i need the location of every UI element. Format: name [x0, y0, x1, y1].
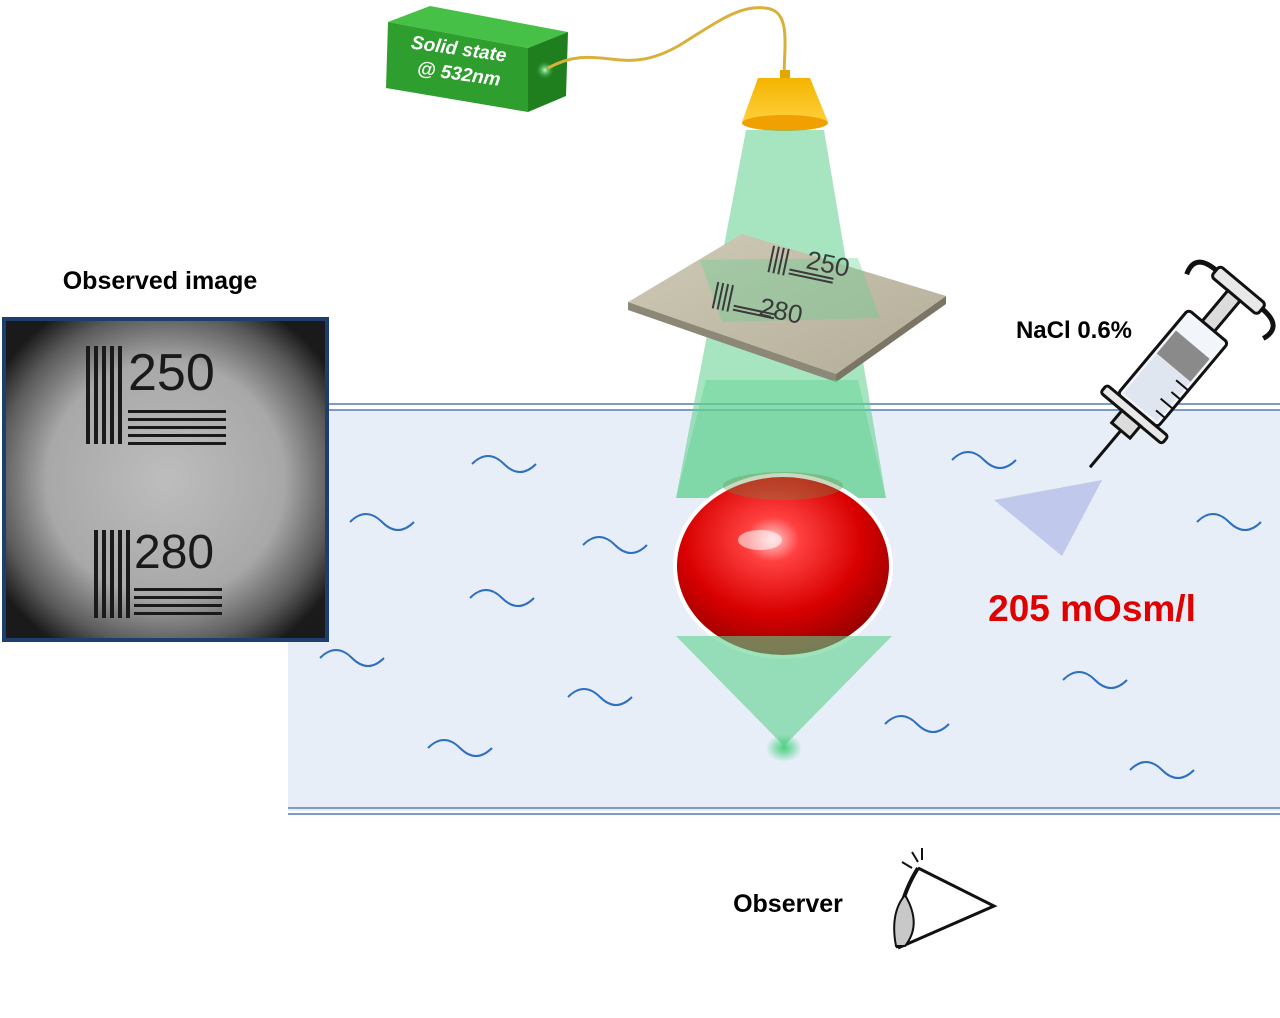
- wave-mark: [349, 513, 415, 531]
- red-blood-cell-icon: [673, 472, 893, 659]
- resolution-target-icon: 250 280: [628, 234, 946, 382]
- nacl-label: NaCl 0.6%: [1016, 317, 1132, 344]
- wave-mark: [884, 715, 950, 733]
- wave-mark: [582, 536, 648, 554]
- wave-mark: [1196, 513, 1262, 531]
- observed-number-280: 280: [134, 526, 214, 579]
- medium-waves: [319, 451, 1262, 779]
- focal-spot: [766, 734, 802, 762]
- wave-mark: [471, 455, 537, 473]
- wave-mark: [469, 589, 535, 607]
- laser-beam-lower: [676, 636, 892, 746]
- eye-icon: [893, 848, 998, 950]
- fiber-head-icon: [742, 70, 828, 131]
- wave-mark: [1129, 761, 1195, 779]
- wave-mark: [951, 451, 1017, 469]
- injection-spray: [994, 480, 1102, 556]
- laser-box-icon: Solid state @ 532nm: [386, 6, 568, 112]
- laser-beam-middle: [676, 380, 886, 498]
- osmolarity-label: 205 mOsm/l: [988, 588, 1196, 629]
- wave-mark: [567, 688, 633, 706]
- wave-mark: [319, 649, 385, 667]
- observed-number-250: 250: [128, 344, 215, 402]
- wave-mark: [1062, 671, 1128, 689]
- wave-mark: [427, 739, 493, 757]
- observed-image-title: Observed image: [63, 267, 258, 295]
- optical-fiber: [547, 6, 787, 75]
- observed-image-panel: 250 280: [2, 317, 329, 642]
- observer-label: Observer: [733, 890, 843, 918]
- syringe-icon: [1088, 259, 1276, 469]
